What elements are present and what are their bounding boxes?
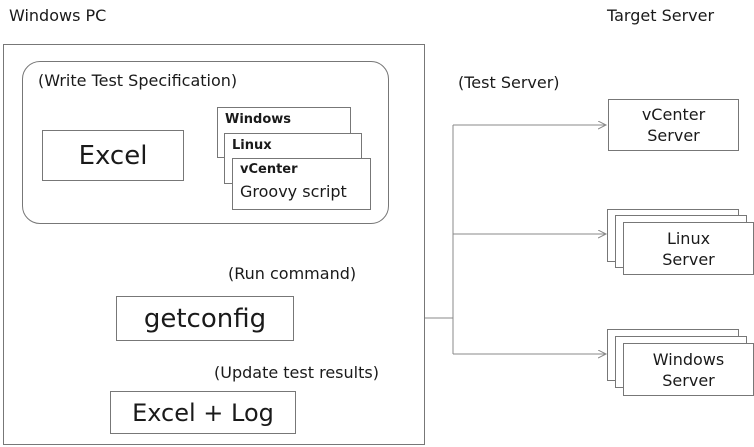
update-results-label: (Update test results) (214, 363, 379, 382)
vcenter-server-line1: vCenter (641, 105, 706, 124)
script-card-vcenter: vCenter Groovy script (232, 158, 371, 210)
excel-label: Excel (78, 140, 148, 171)
linux-server-line1: Linux (666, 228, 711, 248)
script-card-vcenter-label: vCenter (240, 162, 298, 177)
excel-box: Excel (42, 130, 184, 181)
getconfig-box: getconfig (116, 296, 294, 341)
linux-server-line2: Server (662, 249, 715, 269)
script-card-linux-label: Linux (232, 138, 272, 153)
spec-group-label: (Write Test Specification) (38, 71, 238, 90)
vcenter-server-line2: Server (647, 126, 700, 145)
groovy-script-label: Groovy script (240, 182, 347, 201)
test-server-label: (Test Server) (458, 73, 560, 92)
output-label: Excel + Log (132, 398, 274, 427)
vcenter-server-box: vCenter Server (608, 99, 739, 151)
windows-server-box: Windows Server (623, 343, 754, 396)
run-command-label: (Run command) (228, 264, 357, 283)
target-server-heading: Target Server (607, 6, 715, 25)
script-card-windows-label: Windows (225, 112, 292, 127)
output-box: Excel + Log (110, 391, 296, 434)
linux-server-box: Linux Server (623, 222, 754, 275)
windows-server-line1: Windows (652, 349, 725, 369)
windows-pc-heading: Windows PC (9, 6, 107, 25)
windows-server-line2: Server (662, 370, 715, 390)
getconfig-label: getconfig (143, 303, 267, 334)
